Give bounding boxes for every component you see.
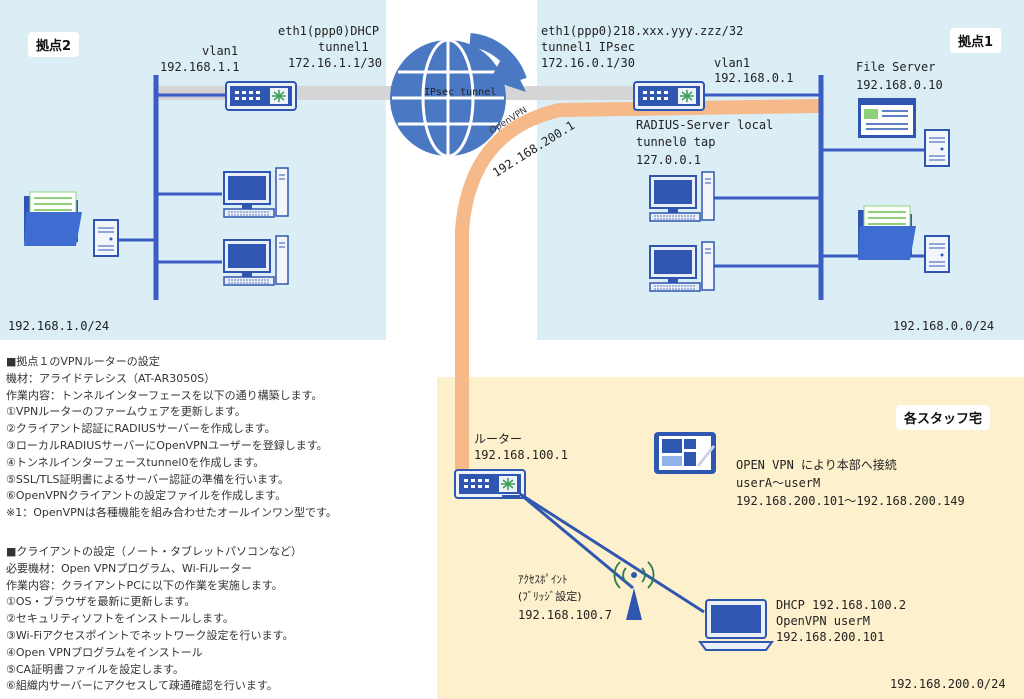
home-connect-line2: userA～userM [736, 476, 821, 490]
site1-vlan-label: vlan1 [714, 56, 751, 70]
pc-line3: 192.168.200.101 [776, 630, 885, 644]
file-server-icon[interactable] [924, 129, 950, 167]
note-line: ①OS・ブラウザを最新に更新します。 [6, 595, 196, 609]
site1-title: 拠点1 [950, 28, 1002, 53]
openvpn-tunnel [455, 99, 821, 470]
ipsec-tunnel-label: IPsec tunnel [424, 87, 497, 98]
client-setup-notes: ■クライアントの設定（ノート・タブレットパソコンなど） 必要機材：Open VP… [6, 544, 302, 695]
site1-wan-line1: eth1(ppp0)218.xxx.yyy.zzz/32 [541, 24, 744, 38]
home-router-label: ルーター [474, 432, 523, 446]
access-point-icon[interactable] [613, 561, 655, 620]
note-line: 作業内容：クライアントPCに以下の作業を実施します。 [6, 578, 283, 592]
note-line: ①VPNルーターのファームウェアを更新します。 [6, 405, 246, 419]
site2-title: 拠点2 [28, 32, 80, 57]
note-line: ③Wi-Fiアクセスポイントでネットワーク設定を行います。 [6, 628, 294, 642]
note-line: 作業内容：トンネルインターフェースを以下の通り構築します。 [6, 388, 323, 402]
laptop-icon[interactable] [698, 599, 774, 651]
tablet-icon[interactable] [654, 432, 716, 474]
note-line: ■拠点１のVPNルーターの設定 [6, 355, 160, 368]
note-line: ②クライアント認証にRADIUSサーバーを作成します。 [6, 422, 276, 436]
note-line: ⑥OpenVPNクライアントの設定ファイルを作成します。 [6, 489, 287, 503]
note-line: ②セキュリティソフトをインストールします。 [6, 612, 234, 626]
note-line: ⑥組織内サーバーにアクセスして疎通確認を行います。 [6, 679, 278, 693]
note-line: ⑤SSL/TLS証明書によるサーバー認証の準備を行います。 [6, 472, 289, 486]
site2-subnet: 192.168.1.0/24 [8, 319, 110, 333]
file-server-ip: 192.168.0.10 [856, 78, 943, 92]
note-line: ④トンネルインターフェースtunnel0を作成します。 [6, 455, 265, 469]
site1-area [537, 0, 1024, 340]
home-router-ip: 192.168.100.1 [474, 448, 568, 462]
ap-line1: ｱｸｾｽﾎﾟｲﾝﾄ [518, 573, 568, 586]
radius-line1: RADIUS-Server local [636, 118, 774, 132]
ap-line2: (ﾌﾞﾘｯｼﾞ設定) [518, 590, 582, 603]
site2-wan-line1: eth1(ppp0)DHCP [278, 24, 380, 38]
note-line: ③ローカルRADIUSサーバーにOpenVPNユーザーを登録します。 [6, 438, 328, 452]
site2-lan [118, 75, 226, 300]
home-title: 各スタッフ宅 [896, 405, 991, 430]
site1-folder-icon [857, 205, 917, 261]
site1-vlan-ip: 192.168.0.1 [714, 71, 794, 85]
site2-pc-icon[interactable] [223, 167, 289, 218]
site1-router-icon[interactable] [633, 81, 705, 111]
file-server-label: File Server [856, 60, 936, 74]
pc-line1: DHCP 192.168.100.2 [776, 598, 907, 612]
site2-wan-line3: 172.16.1.1/30 [288, 56, 382, 70]
site1-setup-notes: ■拠点１のVPNルーターの設定 機材：アライドテレシス（AT-AR3050S） … [6, 354, 337, 522]
note-line: ※1：OpenVPNは各種機能を組み合わせたオールインワン型です。 [6, 506, 337, 520]
note-line: 必要機材：Open VPNプログラム、Wi-Fiルーター [6, 561, 253, 575]
site2-pc-icon[interactable] [223, 235, 289, 286]
site1-wan-line3: 172.16.0.1/30 [541, 56, 635, 70]
site2-router-icon[interactable] [225, 81, 297, 111]
site2-folder-icon [23, 191, 83, 247]
file-server-window-icon [858, 98, 916, 138]
internet-globe-icon [390, 33, 527, 158]
site1-server-icon[interactable] [924, 235, 950, 273]
radius-line2: tunnel0 tap [636, 135, 716, 149]
note-line: ⑤CA証明書ファイルを設定します。 [6, 662, 184, 676]
site1-wan-line2: tunnel1 IPsec [541, 40, 635, 54]
site2-wan-line2: tunnel1 [318, 40, 369, 54]
site2-server-icon[interactable] [93, 219, 119, 257]
home-connect-line1: OPEN VPN により本部へ接続 [736, 458, 897, 472]
site2-vlan-ip: 192.168.1.1 [160, 60, 240, 74]
site1-pc-icon[interactable] [649, 171, 715, 222]
home-router-icon[interactable] [454, 469, 526, 499]
radius-line3: 127.0.0.1 [636, 153, 702, 167]
home-connect-line3: 192.168.200.101～192.168.200.149 [736, 494, 965, 508]
home-subnet: 192.168.200.0/24 [890, 677, 1006, 691]
site1-pc-icon[interactable] [649, 241, 715, 292]
site2-vlan-label: vlan1 [202, 44, 239, 58]
note-line: 機材：アライドテレシス（AT-AR3050S） [6, 371, 216, 385]
note-line: ④Open VPNプログラムをインストール [6, 645, 203, 659]
site1-subnet: 192.168.0.0/24 [893, 319, 995, 333]
note-line: ■クライアントの設定（ノート・タブレットパソコンなど） [6, 545, 302, 558]
ap-ip: 192.168.100.7 [518, 608, 612, 622]
pc-line2: OpenVPN userM [776, 614, 870, 628]
